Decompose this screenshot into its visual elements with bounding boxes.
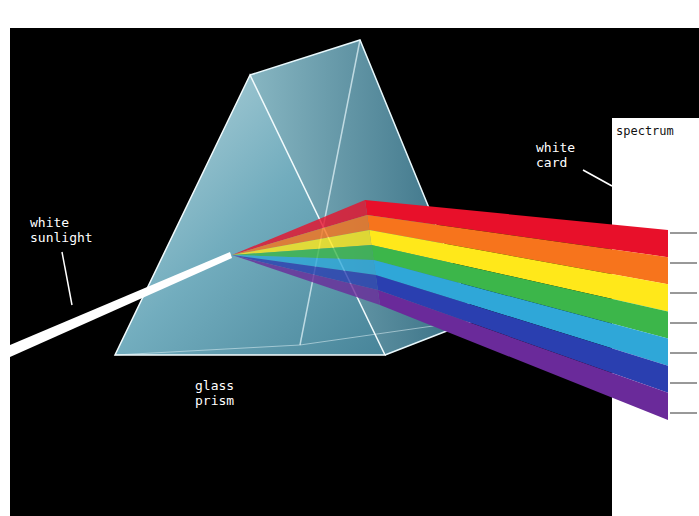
spectrum-label: spectrum	[616, 124, 674, 139]
spectrum-band-inside	[232, 255, 380, 305]
sunlight-ray	[10, 252, 232, 357]
spectrum-tick	[670, 323, 697, 324]
background	[10, 28, 699, 516]
prism-label: glass prism	[195, 378, 234, 408]
ray-label: white sunlight	[30, 215, 93, 245]
spectrum-tick	[670, 383, 697, 384]
card-label: white card	[536, 140, 575, 170]
spectrum-tick	[670, 293, 697, 294]
spectrum-tick	[670, 353, 697, 354]
leader-line	[583, 170, 612, 186]
spectrum-band	[376, 275, 668, 393]
spectrum-tick	[670, 413, 697, 414]
prism-hidden-edge	[300, 40, 360, 345]
spectrum-band	[378, 290, 668, 420]
spectrum-tick	[670, 233, 697, 234]
leader-line	[62, 252, 72, 305]
prism-edge	[115, 75, 385, 355]
spectrum-tick	[670, 263, 697, 264]
prism-hidden-edge	[115, 345, 300, 355]
